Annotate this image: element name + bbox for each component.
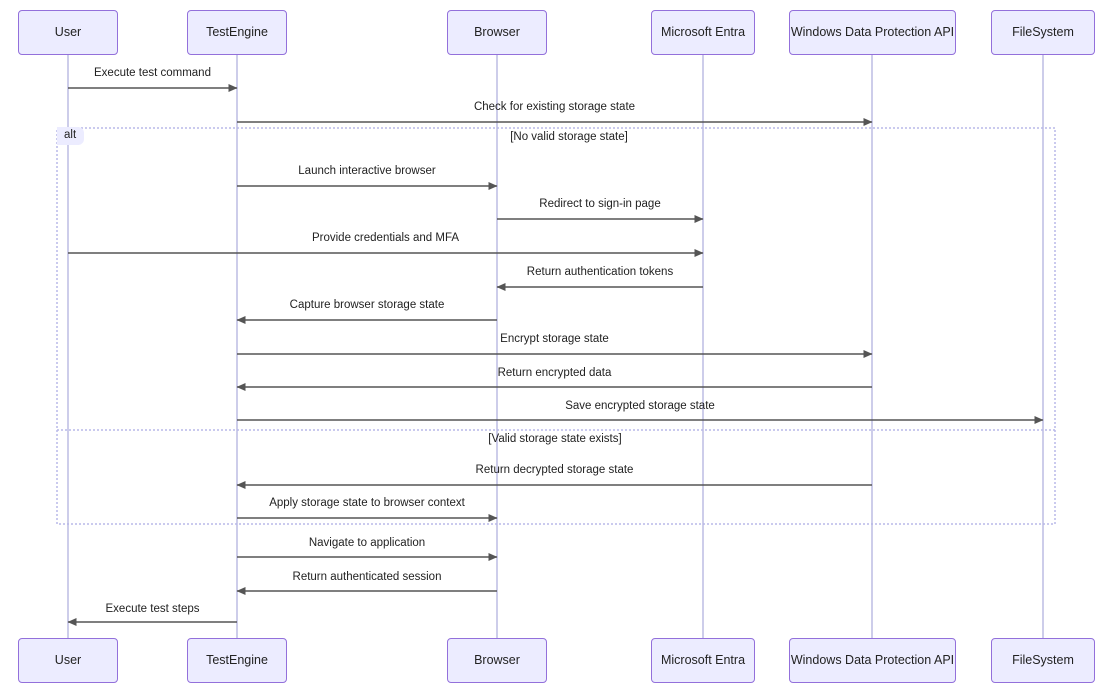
alt-condition-label-1: [No valid storage state] bbox=[510, 131, 628, 143]
participant-label-user: User bbox=[54, 24, 82, 39]
participant-label-entra: Microsoft Entra bbox=[660, 652, 746, 667]
participant-browser-bottom[interactable]: Browser bbox=[447, 638, 547, 683]
message-label-m6: Return authentication tokens bbox=[526, 266, 674, 278]
participant-browser-top[interactable]: Browser bbox=[447, 10, 547, 55]
message-arrows-group bbox=[67, 84, 1044, 626]
participant-entra-bottom[interactable]: Microsoft Entra bbox=[651, 638, 755, 683]
message-label-m2: Check for existing storage state bbox=[473, 101, 636, 113]
message-label-m1: Execute test command bbox=[94, 67, 211, 79]
message-label-m5: Provide credentials and MFA bbox=[311, 232, 460, 244]
message-label-m7: Capture browser storage state bbox=[289, 299, 445, 311]
participant-engine-top[interactable]: TestEngine bbox=[187, 10, 287, 55]
alt-frame-group bbox=[56, 127, 1056, 525]
lifelines-group bbox=[67, 55, 1044, 638]
message-label-m3: Launch interactive browser bbox=[298, 165, 436, 177]
participant-label-engine: TestEngine bbox=[206, 24, 268, 39]
message-label-m14: Return authenticated session bbox=[292, 571, 442, 583]
alt-keyword-label: alt bbox=[57, 127, 85, 145]
participant-label-entra: Microsoft Entra bbox=[660, 24, 746, 39]
participant-label-dpapi: Windows Data Protection API bbox=[790, 652, 955, 667]
participant-label-browser: Browser bbox=[474, 24, 520, 39]
participant-dpapi-top[interactable]: Windows Data Protection API bbox=[789, 10, 956, 55]
participant-label-dpapi: Windows Data Protection API bbox=[790, 24, 955, 39]
message-label-m12: Apply storage state to browser context bbox=[269, 497, 465, 509]
participant-dpapi-bottom[interactable]: Windows Data Protection API bbox=[789, 638, 956, 683]
participant-label-fs: FileSystem bbox=[1012, 652, 1074, 667]
message-label-m8: Encrypt storage state bbox=[500, 333, 609, 345]
participant-label-browser: Browser bbox=[474, 652, 520, 667]
message-label-m15: Execute test steps bbox=[105, 603, 200, 615]
alt-frame-border bbox=[56, 127, 1056, 525]
participant-label-user: User bbox=[54, 652, 82, 667]
participant-user-top[interactable]: User bbox=[18, 10, 118, 55]
participant-entra-top[interactable]: Microsoft Entra bbox=[651, 10, 755, 55]
participant-user-bottom[interactable]: User bbox=[18, 638, 118, 683]
participant-fs-bottom[interactable]: FileSystem bbox=[991, 638, 1095, 683]
participant-engine-bottom[interactable]: TestEngine bbox=[187, 638, 287, 683]
message-label-m11: Return decrypted storage state bbox=[475, 464, 634, 476]
message-label-m10: Save encrypted storage state bbox=[565, 400, 715, 412]
message-label-m13: Navigate to application bbox=[308, 537, 426, 549]
participant-fs-top[interactable]: FileSystem bbox=[991, 10, 1095, 55]
message-label-m4: Redirect to sign-in page bbox=[539, 198, 661, 210]
message-label-m9: Return encrypted data bbox=[497, 367, 612, 379]
participant-label-engine: TestEngine bbox=[206, 652, 268, 667]
alt-condition-label-2: [Valid storage state exists] bbox=[488, 433, 622, 445]
participant-label-fs: FileSystem bbox=[1012, 24, 1074, 39]
